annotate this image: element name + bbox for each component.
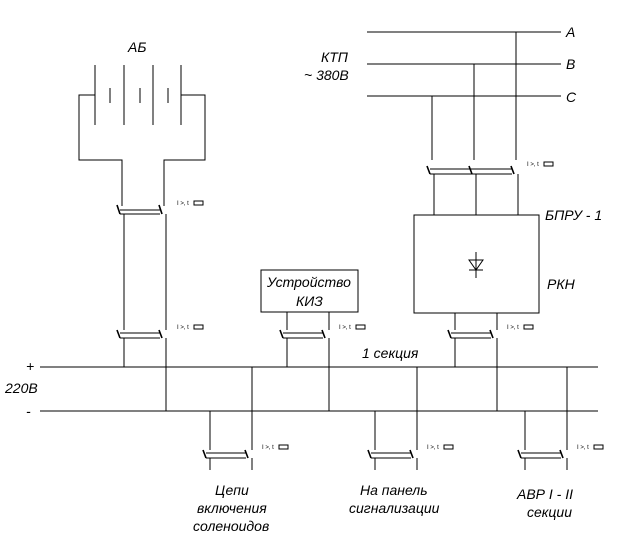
ktp-breaker: I >, t	[426, 161, 554, 215]
ktp-label: КТП	[321, 49, 349, 65]
phase-b-label: В	[566, 56, 575, 72]
avr-label-2: секции	[527, 504, 572, 520]
panel-label-2: сигнализации	[349, 500, 440, 516]
svg-text:I >, t: I >, t	[177, 325, 189, 331]
avr-label-1: АВР I - II	[516, 486, 573, 502]
ktp-voltage: ~ 380В	[304, 67, 349, 83]
svg-text:I >, t: I >, t	[507, 325, 519, 331]
phase-a-label: А	[565, 24, 575, 40]
dc-bus: + 220В - 1 секция	[4, 345, 598, 419]
minus-label: -	[26, 403, 31, 419]
phase-c-label: С	[566, 89, 577, 105]
bpru-label: БПРУ - 1	[545, 207, 602, 223]
svg-text:I >, t: I >, t	[577, 445, 589, 451]
solenoid-label-3: соленоидов	[193, 518, 269, 534]
panel-label-1: На панель	[360, 482, 428, 498]
svg-text:I >, t: I >, t	[339, 325, 351, 331]
svg-text:I >, t: I >, t	[427, 445, 439, 451]
avr-breaker: I >, t	[517, 443, 604, 470]
battery-label: АБ	[127, 39, 146, 55]
battery-breaker-bottom: I >, t	[116, 323, 204, 411]
svg-text:I >, t: I >, t	[177, 201, 189, 207]
kiz-device: Устройство КИЗ I >, t	[260, 269, 366, 411]
solenoid-label-2: включения	[197, 500, 267, 516]
battery: АБ	[78, 39, 206, 200]
plus-label: +	[26, 358, 34, 374]
ktp-source: КТП ~ 380В А В С	[304, 24, 577, 160]
kiz-label-line1: Устройство	[266, 274, 351, 290]
bpru-breaker: I >, t	[447, 323, 534, 411]
svg-text:I >, t: I >, t	[527, 162, 539, 168]
solenoid-label-1: Цепи	[215, 482, 249, 498]
svg-text:I >, t: I >, t	[262, 445, 274, 451]
signal-panel-breaker: I >, t	[367, 443, 454, 470]
solenoid-breaker: I >, t	[202, 443, 289, 470]
dc-voltage-label: 220В	[4, 380, 38, 396]
bpru-rectifier: БПРУ - 1 РКН	[413, 207, 602, 323]
rkn-label: РКН	[547, 276, 576, 292]
section-label: 1 секция	[362, 345, 419, 361]
kiz-label-line2: КИЗ	[296, 293, 323, 309]
battery-breaker-top: I >, t	[116, 200, 204, 222]
